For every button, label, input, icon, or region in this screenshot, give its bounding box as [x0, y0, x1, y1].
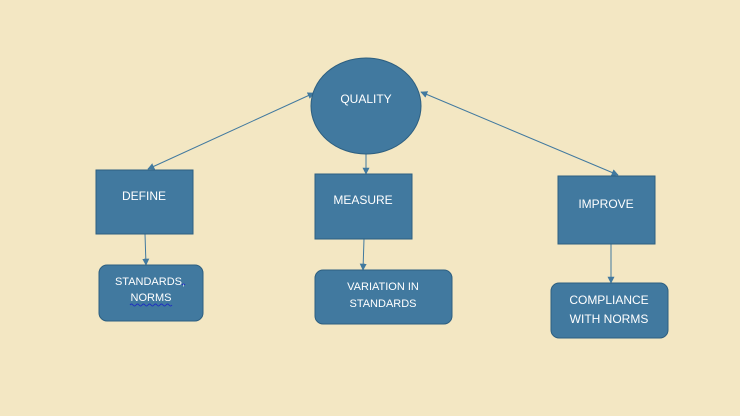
edge-measure-variation: [359, 238, 367, 271]
measure-label: MEASURE: [333, 193, 392, 207]
measure-node: MEASURE: [314, 173, 413, 240]
define-node: DEFINE: [95, 169, 194, 235]
improve-label: IMPROVE: [578, 197, 633, 211]
spellcheck-mark: [181, 283, 186, 286]
variation-label-line1: VARIATION IN: [347, 281, 419, 293]
standards-label-line2: NORMS: [131, 292, 172, 304]
standards-label-line1: STANDARDS,: [115, 276, 185, 288]
compliance-label-line1: COMPLIANCE: [569, 293, 648, 307]
edge-quality-improve: [420, 91, 619, 176]
variation-label-line2: STANDARDS: [349, 298, 416, 310]
edge-define-standards: [142, 233, 150, 266]
compliance-node: COMPLIANCE WITH NORMS: [550, 282, 669, 339]
standards-norms-node: STANDARDS, NORMS: [98, 264, 204, 322]
quality-label: QUALITY: [340, 92, 391, 106]
improve-node: IMPROVE: [557, 175, 656, 245]
spellcheck-underline: [129, 303, 173, 307]
edge-quality-define: [147, 92, 315, 170]
variation-node: VARIATION IN STANDARDS: [314, 269, 453, 325]
quality-node: QUALITY: [310, 57, 422, 155]
compliance-label-line2: WITH NORMS: [570, 312, 649, 326]
define-label: DEFINE: [122, 189, 166, 203]
